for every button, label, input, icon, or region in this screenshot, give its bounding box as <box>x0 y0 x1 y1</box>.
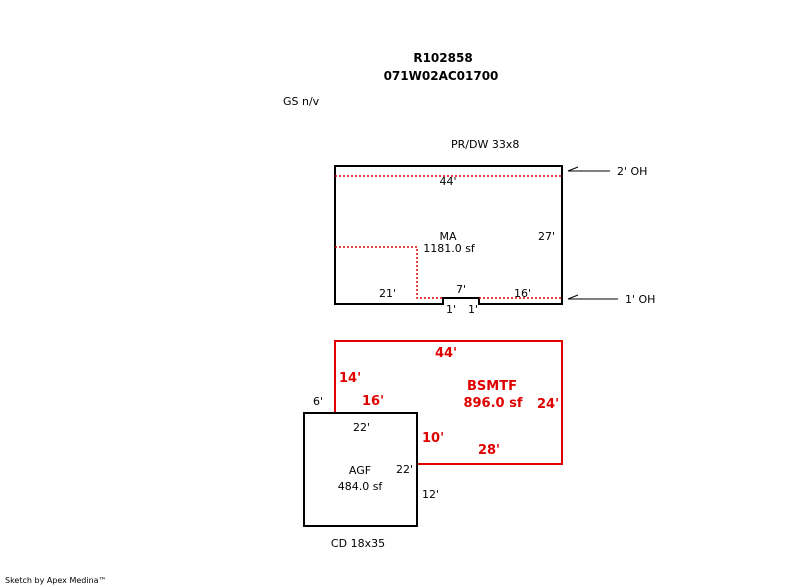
main-dim-right: 27' <box>538 230 555 243</box>
main-area-value: 1181.0 sf <box>423 242 476 255</box>
basement-dim-left: 14' <box>339 371 361 386</box>
gs-note: GS n/v <box>283 95 320 108</box>
map-number: 071W02AC01700 <box>384 69 499 83</box>
main-dim-top: 44' <box>439 175 456 188</box>
garage-dim-right: 22' <box>396 463 413 476</box>
carport-label: CD 18x35 <box>331 537 385 550</box>
basement-area: 896.0 sf <box>463 396 522 411</box>
sketch-credit: Sketch by Apex Medina™ <box>5 576 107 585</box>
garage-dim-offset-bottom: 12' <box>422 488 439 501</box>
basement-dim-inner-left: 10' <box>422 431 444 446</box>
garage-dim-top: 22' <box>353 421 370 434</box>
porch-label: PR/DW 33x8 <box>451 138 519 151</box>
main-dim-bottom-right: 16' <box>514 287 531 300</box>
garage-dim-offset: 6' <box>313 395 323 408</box>
garage-outline <box>303 412 418 527</box>
overhang-bottom-arrow <box>567 294 579 300</box>
main-area-label: MA <box>439 230 456 243</box>
main-dim-notch-left: 1' <box>446 303 456 316</box>
garage-area: 484.0 sf <box>338 480 384 493</box>
basement-dim-inner-top: 16' <box>362 394 384 409</box>
basement-dim-bottom: 28' <box>478 443 500 458</box>
basement-dim-top: 44' <box>435 346 457 361</box>
parcel-id: R102858 <box>413 51 472 65</box>
basement-label: BSMTF <box>467 379 517 394</box>
overhang-top-label: 2' OH <box>617 165 647 178</box>
garage-label: AGF <box>349 464 371 477</box>
overhang-top-arrow <box>567 166 579 172</box>
main-dim-notch: 7' <box>456 283 466 296</box>
overhang-bottom-label: 1' OH <box>625 293 655 306</box>
main-dim-notch-right: 1' <box>468 303 478 316</box>
main-dim-bottom-left: 21' <box>379 287 396 300</box>
main-area-subdivisions <box>335 175 562 299</box>
basement-dim-right: 24' <box>537 397 559 412</box>
